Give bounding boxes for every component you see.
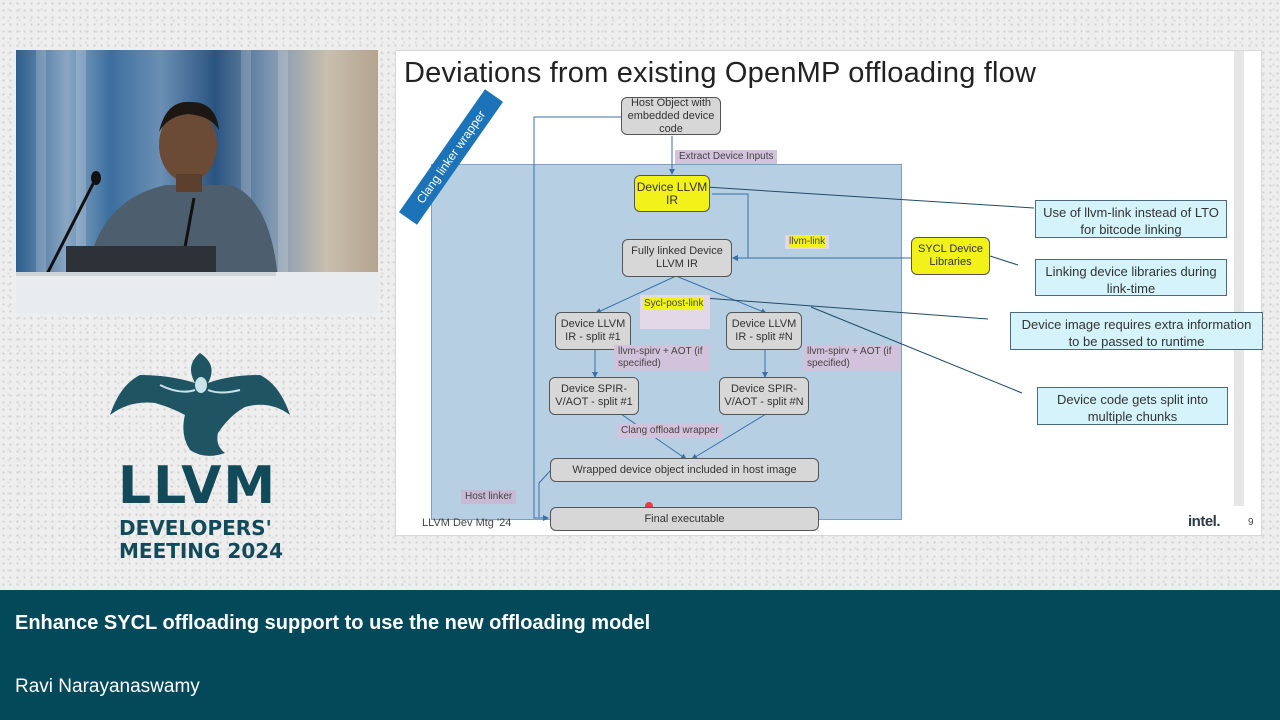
sycl-post-link-label: Sycl-post-link	[640, 295, 710, 329]
callout-extra-information: Device image requires extra information …	[1010, 312, 1263, 350]
fully-linked-node: Fully linked Device LLVM IR	[622, 239, 732, 277]
slide-footer: LLVM Dev Mtg '24	[422, 517, 512, 529]
intel-logo: intel.	[1188, 513, 1221, 530]
host-linker-label: Host linker	[461, 490, 517, 504]
llvm-spirv-label-2: llvm-spirv + AOT (if specified)	[803, 345, 899, 371]
dragon-icon	[110, 353, 290, 456]
llvm-spirv-label-1: llvm-spirv + AOT (if specified)	[614, 345, 710, 371]
lower-third-banner	[0, 590, 1280, 720]
slide-edge	[1234, 51, 1244, 506]
device-ir-split-n-node: Device LLVM IR - split #N	[726, 312, 802, 350]
logo-llvm-text: LLVM	[118, 456, 278, 516]
spirv-split-1-node: Device SPIR-V/AOT - split #1	[549, 377, 639, 415]
spirv-split-n-node: Device SPIR-V/AOT - split #N	[719, 377, 809, 415]
speaker-name: Ravi Narayanaswamy	[15, 676, 200, 697]
speaker-video	[16, 50, 378, 314]
host-object-node: Host Object with embedded device code	[621, 97, 721, 135]
llvm-logo: LLVM DEVELOPERS' MEETING 2024	[100, 345, 300, 570]
slide-title: Deviations from existing OpenMP offloadi…	[404, 57, 1037, 89]
flow-connectors	[533, 116, 1035, 521]
extract-device-inputs-label: Extract Device Inputs	[675, 150, 778, 164]
callout-device-libraries: Linking device libraries during link-tim…	[1035, 259, 1227, 296]
device-llvm-ir-node: Device LLVM IR	[634, 175, 710, 212]
callout-code-split: Device code gets split into multiple chu…	[1037, 387, 1228, 425]
final-executable-node: Final executable	[550, 507, 819, 531]
talk-title: Enhance SYCL offloading support to use t…	[15, 612, 651, 634]
sycl-device-libraries-node: SYCL Device Libraries	[911, 237, 990, 275]
llvm-link-label: llvm-link	[785, 235, 830, 249]
callout-llvm-link: Use of llvm-link instead of LTO for bitc…	[1035, 200, 1227, 238]
device-ir-split-1-node: Device LLVM IR - split #1	[555, 312, 631, 350]
logo-meeting-text: MEETING 2024	[119, 539, 284, 563]
slide-number: 9	[1248, 517, 1254, 528]
logo-developers-text: DEVELOPERS'	[119, 516, 272, 540]
slide: Deviations from existing OpenMP offloadi…	[395, 50, 1263, 536]
speaker-figure	[16, 101, 378, 314]
wrapped-device-object-node: Wrapped device object included in host i…	[550, 458, 819, 482]
clang-offload-wrapper-label: Clang offload wrapper	[617, 424, 723, 438]
